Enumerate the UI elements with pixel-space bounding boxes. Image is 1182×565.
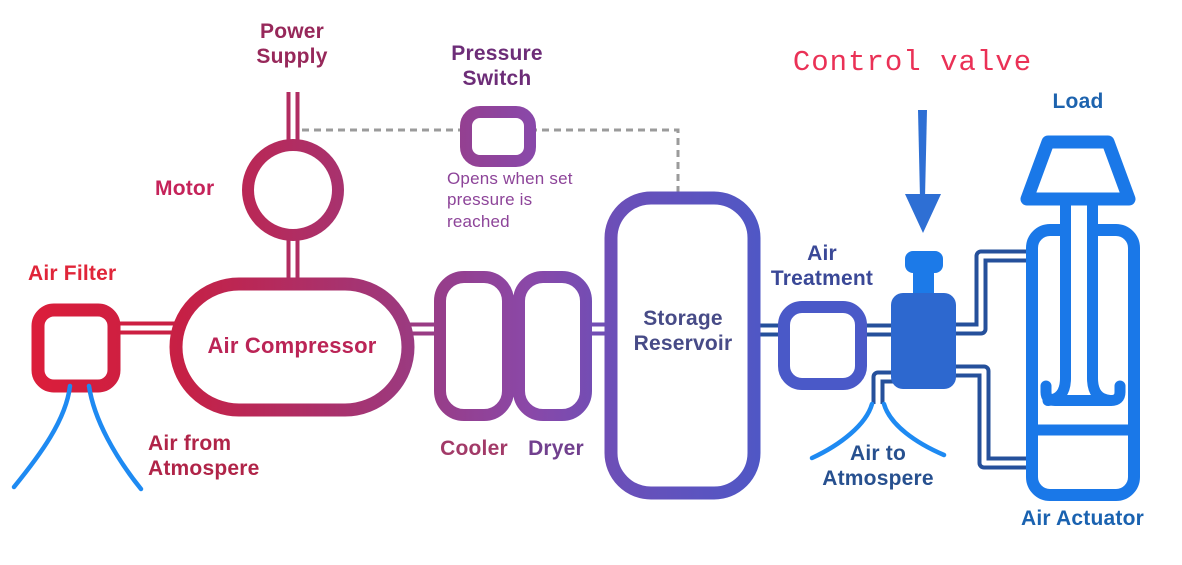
air-intake-curves: [11, 383, 144, 492]
label-pressure-switch-note: Opens when set pressure is reached: [447, 169, 573, 231]
rod-gap: [1071, 200, 1087, 258]
control-valve-arrow: [905, 110, 941, 233]
motor-shape: [242, 139, 344, 241]
label-air-treatment: Air Treatment: [770, 242, 874, 290]
pressure-signal-dashed-line: [302, 128, 680, 198]
air-filter-shape: [31, 303, 121, 393]
label-cooler: Cooler: [440, 437, 508, 460]
piston-head-shape: [1032, 362, 1134, 436]
label-air-compressor: Air Compressor: [207, 333, 377, 358]
label-pressure-switch: Pressure Switch: [451, 42, 543, 90]
cooler-shape: [434, 271, 514, 421]
control-valve-shape: [891, 251, 956, 389]
label-motor: Motor: [155, 177, 215, 200]
label-air-from-atmosphere: Air from Atmospere: [148, 432, 260, 480]
label-air-filter: Air Filter: [28, 262, 117, 285]
air-actuator-cylinder-shape: [1026, 224, 1140, 501]
label-dryer: Dryer: [528, 437, 584, 460]
label-power-supply: Power Supply: [256, 20, 328, 68]
piston-rod-shape: [1060, 203, 1098, 375]
label-air-to-atmosphere: Air to Atmospere: [822, 442, 934, 490]
dryer-shape: [513, 271, 592, 421]
label-control-valve: Control valve: [792, 46, 1033, 79]
storage-reservoir-shape: [604, 191, 761, 500]
pressure-switch-shape: [460, 106, 536, 167]
air-treatment-shape: [778, 301, 867, 390]
label-storage-reservoir: Storage Reservoir: [633, 307, 733, 355]
load-shape: [1020, 135, 1136, 206]
air-vent-curves: [809, 401, 947, 461]
label-load: Load: [1052, 90, 1104, 113]
air-compressor-shape: [169, 277, 415, 417]
label-air-actuator: Air Actuator: [1021, 507, 1144, 530]
